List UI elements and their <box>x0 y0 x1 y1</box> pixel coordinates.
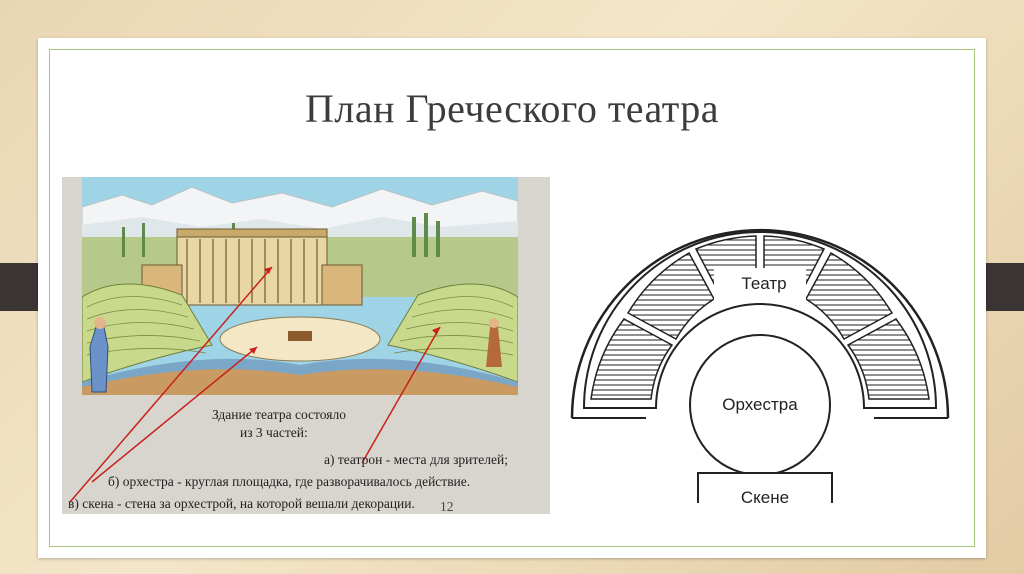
caption-intro-line2: из 3 частей: <box>240 425 308 440</box>
slide-title: План Греческого театра <box>305 86 719 131</box>
slide: План Греческого театра <box>38 38 986 558</box>
plan-label-theatron: Театр <box>741 274 787 293</box>
plan-label-skene: Скене <box>740 488 790 507</box>
caption-item-c: в) скена - стена за орхестрой, на которо… <box>68 496 415 511</box>
caption-intro-line1: Здание театра состояло <box>212 407 346 422</box>
slide-frame <box>49 49 975 547</box>
caption-item-a: а) театрон - места для зрителей; <box>324 452 508 467</box>
page-number: 12 <box>440 499 454 514</box>
theatre-illustration-panel: Здание театра состояло из 3 частей: а) т… <box>62 177 550 514</box>
plan-label-orchestra: Орхестра <box>722 395 798 414</box>
pointer-lines <box>69 266 441 503</box>
caption-item-b: б) орхестра - круглая площадка, где разв… <box>108 474 471 489</box>
theatre-plan-diagram <box>570 228 950 503</box>
greek-theatre-illustration <box>82 177 518 395</box>
